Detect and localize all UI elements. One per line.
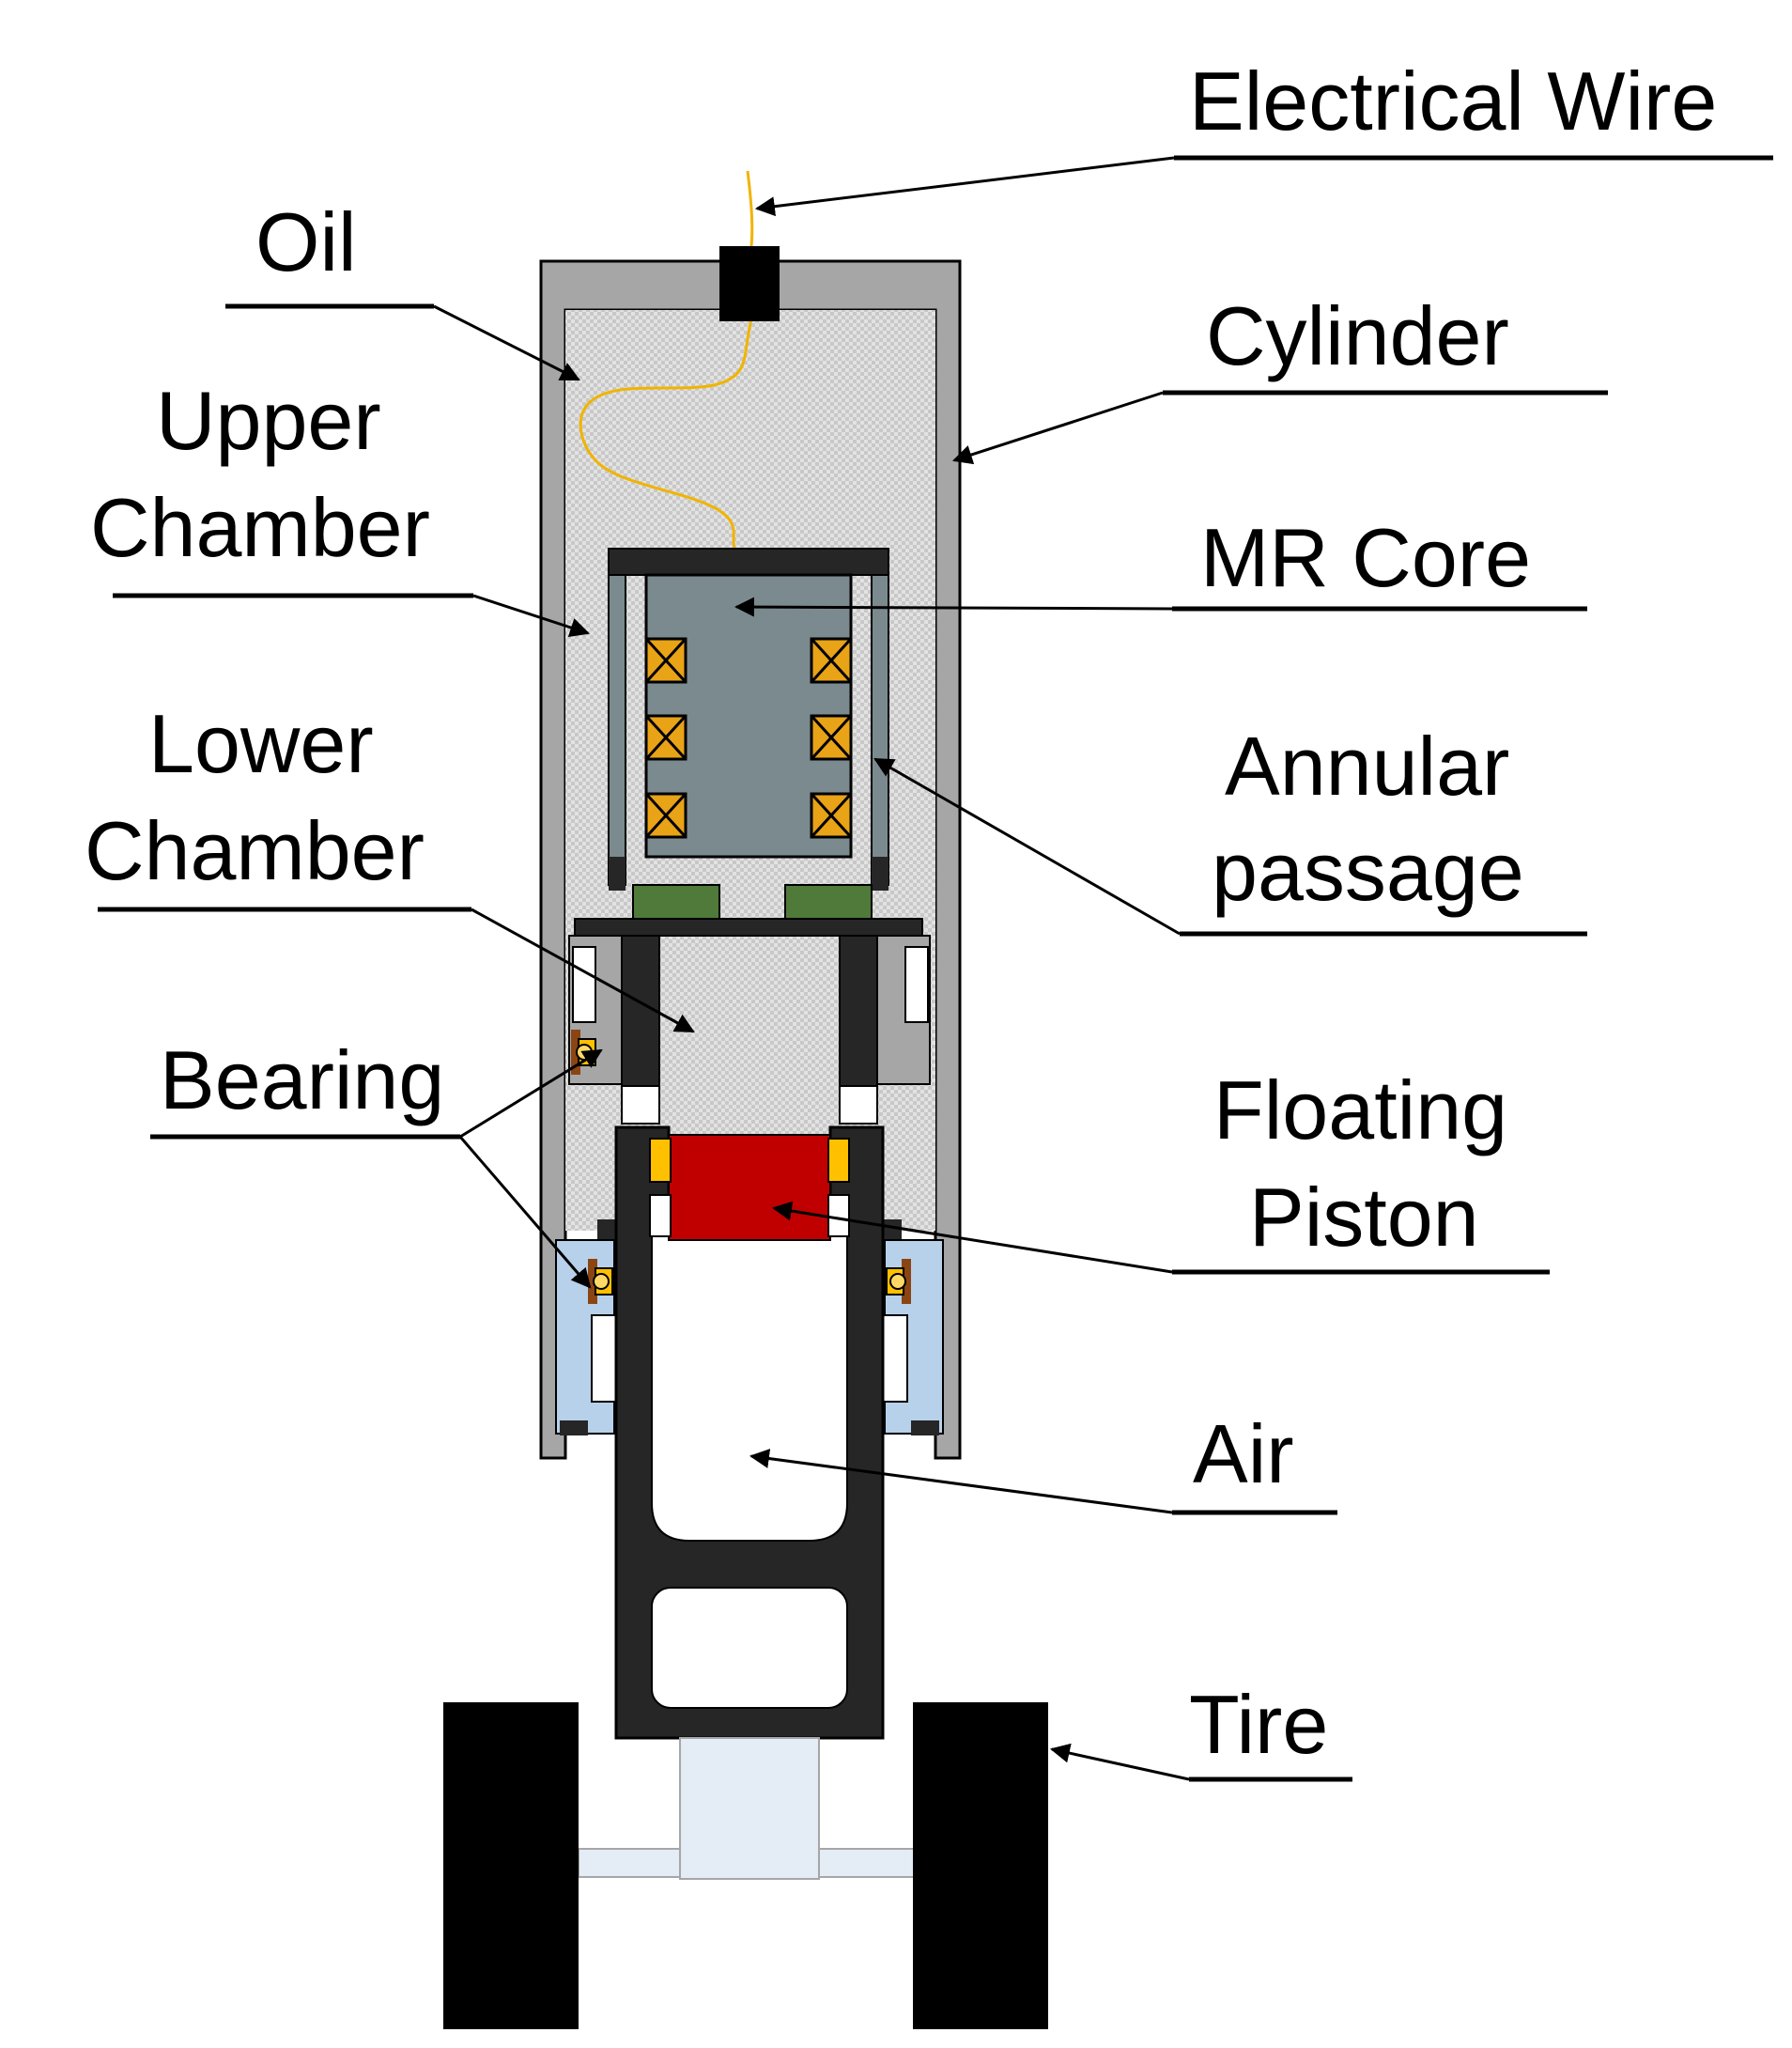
piston-rod (614, 1125, 885, 1740)
floating-piston (649, 1134, 850, 1241)
mr-core-assembly (608, 548, 889, 920)
label-floating-piston-line2: Piston (1249, 1171, 1479, 1264)
label-cylinder: Cylinder (1206, 289, 1509, 382)
label-bearing: Bearing (160, 1033, 444, 1126)
tire-right (913, 1702, 1048, 2029)
tire-left (443, 1702, 579, 2029)
coil-left (644, 637, 687, 839)
label-tire: Tire (1189, 1678, 1328, 1771)
labels: Electrical Wire Oil Cylinder Upper Chamb… (85, 54, 1717, 1771)
label-floating-piston-line1: Floating (1213, 1063, 1507, 1156)
label-lower-chamber-line1: Lower (148, 697, 374, 790)
wire-connector (719, 246, 780, 321)
label-lower-chamber-line2: Chamber (85, 804, 425, 897)
label-oil: Oil (255, 195, 357, 288)
leader-lines (98, 155, 1773, 1782)
label-air: Air (1193, 1407, 1294, 1500)
coil-right (810, 637, 853, 839)
label-annular-passage-line2: passage (1212, 825, 1524, 918)
axle (578, 1737, 921, 1880)
lower-bearing-housing-right (875, 1219, 944, 1435)
label-mr-core: MR Core (1200, 511, 1531, 604)
lower-bearing-housing-left (555, 1219, 624, 1435)
label-annular-passage-line1: Annular (1225, 720, 1509, 813)
label-electrical-wire: Electrical Wire (1189, 54, 1717, 147)
label-upper-chamber-line2: Chamber (90, 481, 430, 574)
label-upper-chamber-line1: Upper (156, 374, 381, 467)
